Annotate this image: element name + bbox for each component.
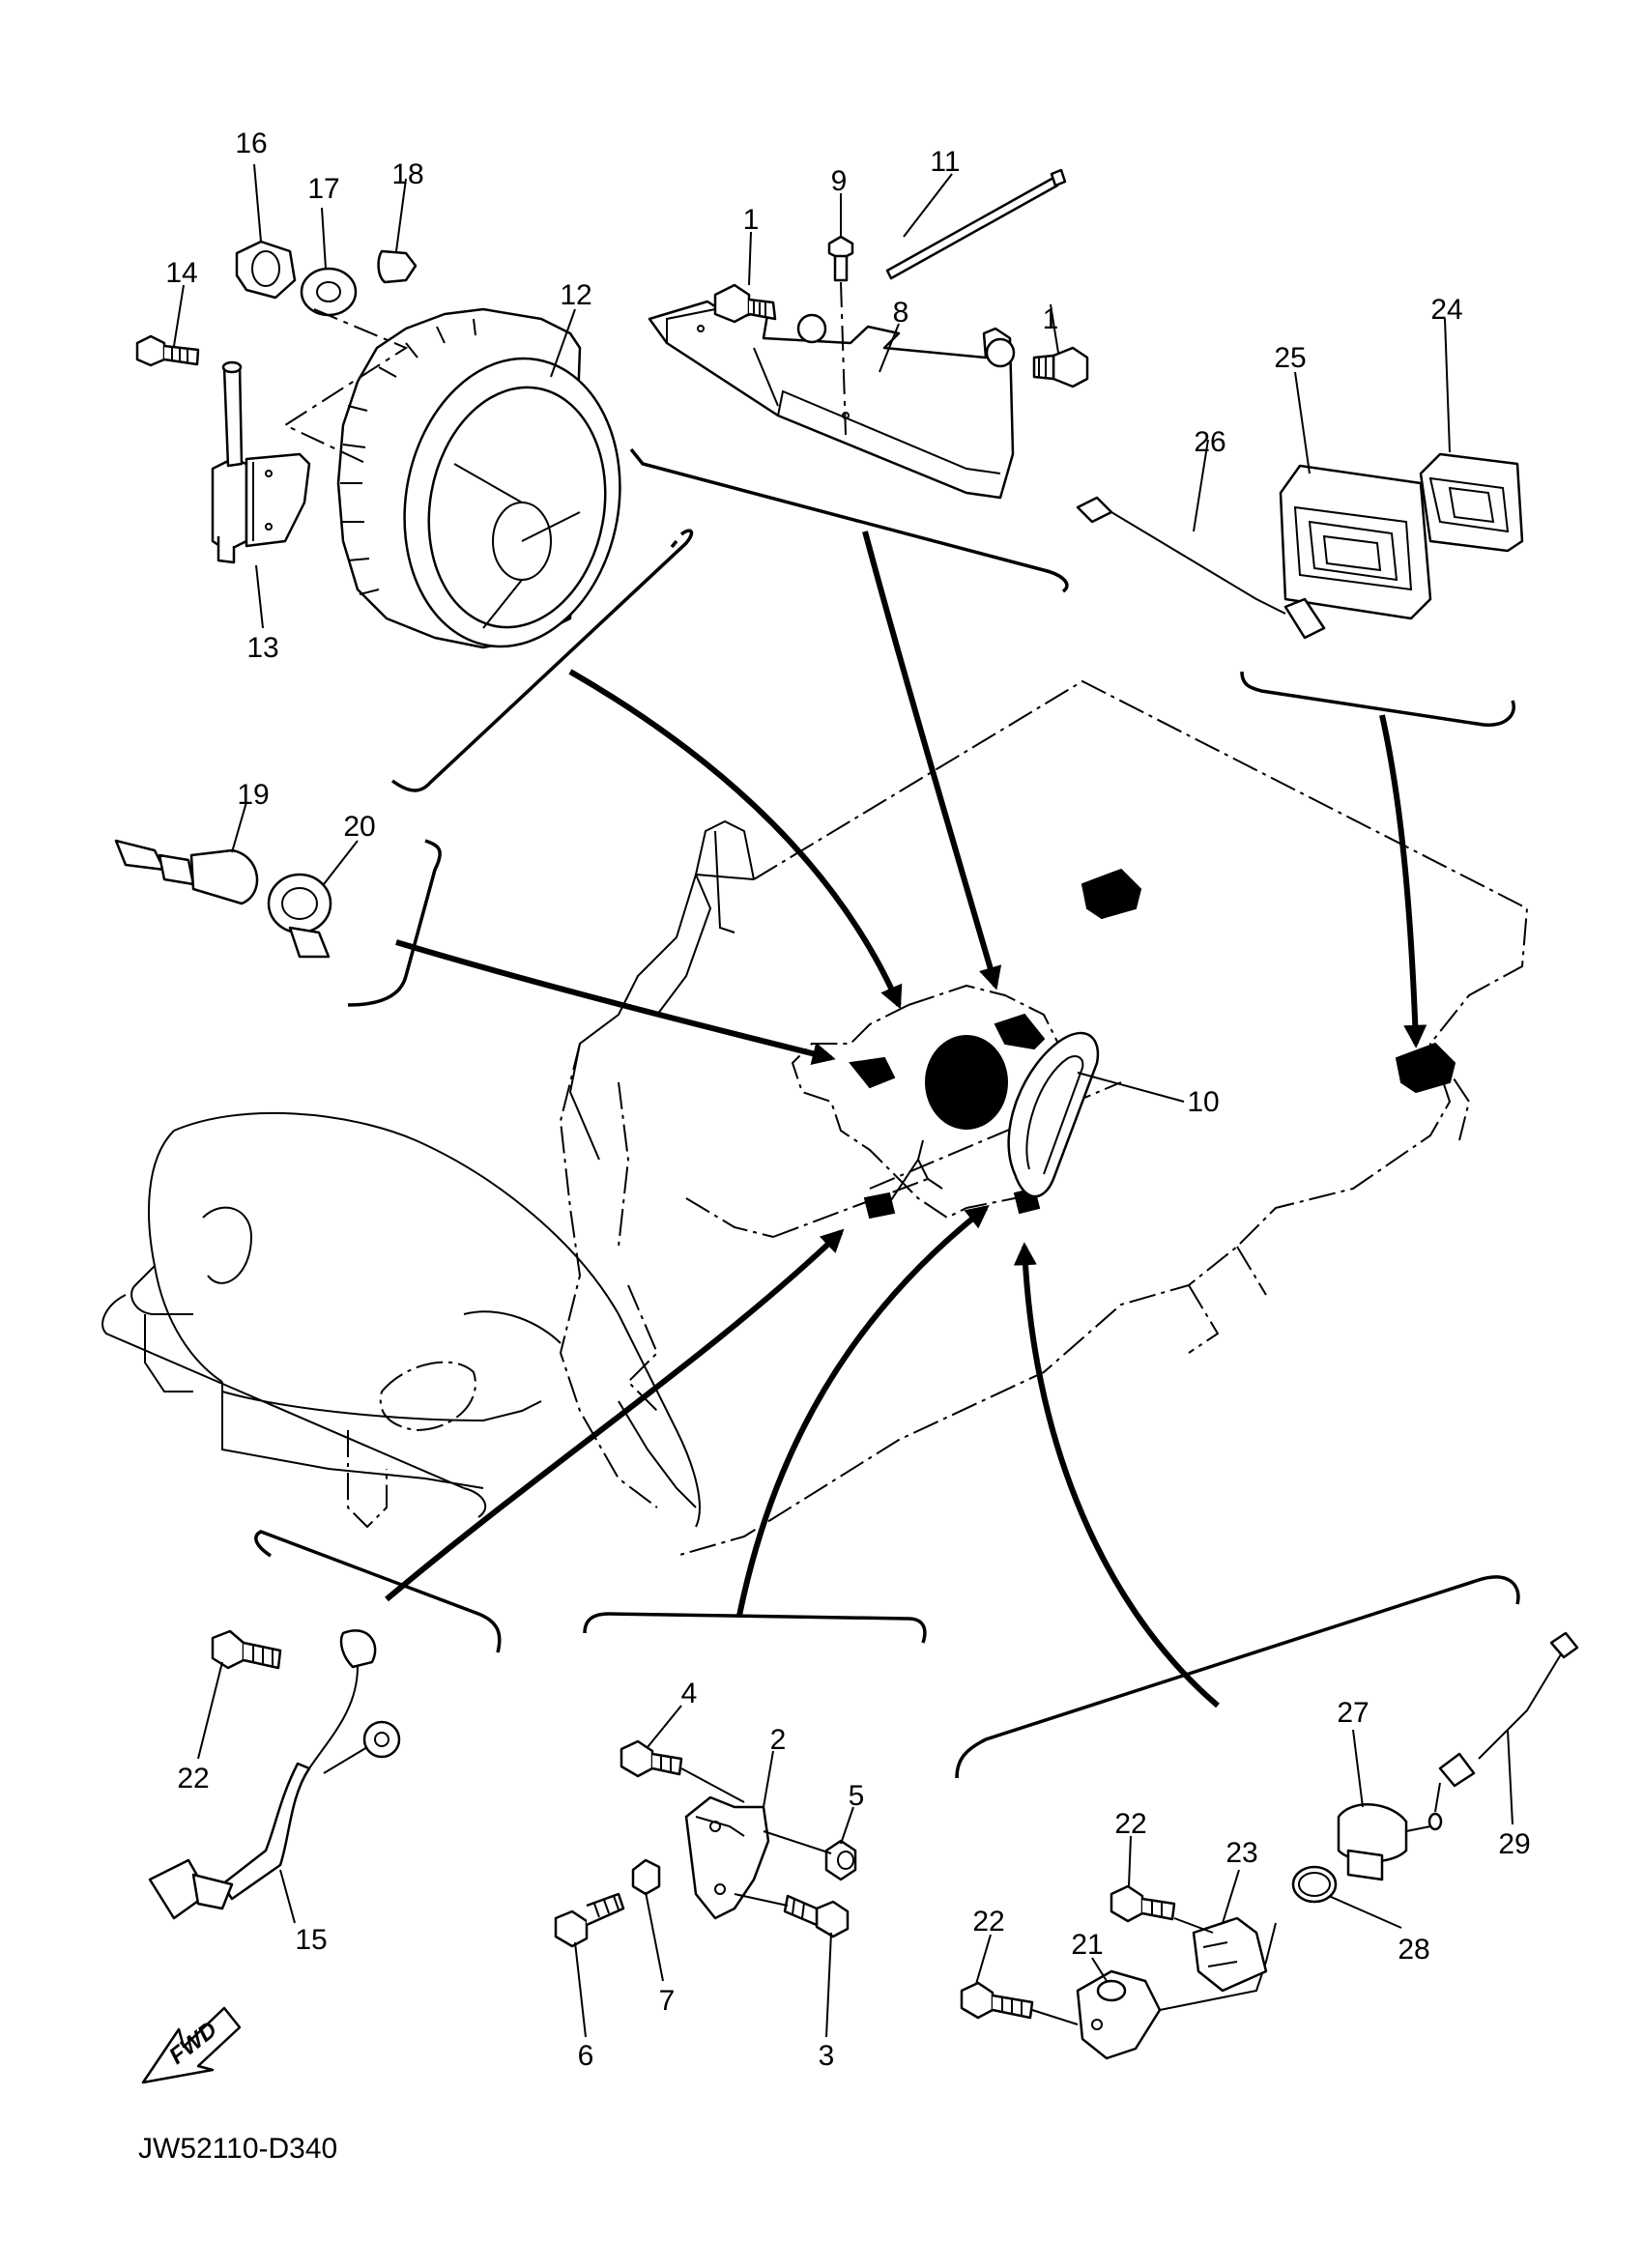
callout-6: 6 <box>578 2040 594 2072</box>
nut-5-icon <box>824 1839 857 1881</box>
vehicle-pad-upper-icon <box>1081 868 1142 920</box>
bracket-8-icon <box>648 300 1016 500</box>
callout-5: 5 <box>849 1780 865 1812</box>
bolt-22-lower-icon <box>960 1981 1034 2020</box>
cap-20-icon <box>267 873 332 959</box>
callout-10: 10 <box>1187 1086 1219 1118</box>
callout-4: 4 <box>681 1678 698 1709</box>
bolt-14-icon <box>135 334 200 367</box>
callout-13: 13 <box>246 632 278 664</box>
callout-28: 28 <box>1398 1934 1429 1966</box>
callout-15: 15 <box>295 1924 327 1956</box>
nut-16-icon <box>235 240 297 300</box>
lead-terminal-icon <box>863 1191 896 1220</box>
switch-27-icon <box>1337 1803 1443 1881</box>
callout-29: 29 <box>1498 1828 1530 1860</box>
arrows <box>385 531 1427 1708</box>
cable-tie-icon <box>885 168 1067 280</box>
callout-23: 23 <box>1225 1837 1257 1869</box>
callout-16: 16 <box>235 128 267 159</box>
plug-mounted-icon <box>849 1056 896 1089</box>
magneto-rotor-mounted-icon <box>925 1035 1008 1130</box>
ignition-coil-icon <box>211 360 311 564</box>
fwd-arrow: FWD <box>141 2006 242 2084</box>
callout-11: 11 <box>930 146 960 178</box>
lead-26-icon <box>1076 496 1326 640</box>
callout-14: 14 <box>165 257 197 289</box>
stator-coil-mounted-icon <box>1007 1031 1100 1198</box>
callout-3: 3 <box>819 2040 835 2072</box>
bolt-1-right-icon <box>1032 346 1089 388</box>
cover-24-icon <box>1419 452 1524 553</box>
callout-20: 20 <box>343 811 375 843</box>
bolt-4-icon <box>620 1739 683 1778</box>
bolt-9-icon <box>827 235 854 436</box>
bracket-mounted-icon <box>994 1013 1046 1050</box>
callout-27: 27 <box>1337 1697 1369 1729</box>
bolt-6-icon <box>554 1892 625 1948</box>
grouping-brackets <box>254 447 1520 1779</box>
nut-7-icon <box>631 1858 661 1896</box>
spark-plug-19-icon <box>114 839 259 905</box>
bolt-22-upper-icon <box>1110 1884 1176 1923</box>
callout-25: 25 <box>1274 342 1306 374</box>
callout-19: 19 <box>237 779 269 811</box>
plate-23-icon <box>1192 1916 1268 1993</box>
callout-22: 22 <box>1114 1808 1146 1840</box>
lead-15-icon <box>148 1629 401 1920</box>
drawing-code: JW52110-D340 <box>138 2133 337 2165</box>
callout-1: 1 <box>1043 303 1059 335</box>
bracket-2-icon <box>684 1795 770 1920</box>
callout-7: 7 <box>659 1985 676 2017</box>
callout-2: 2 <box>770 1724 787 1756</box>
bolt-1-left-icon <box>713 283 777 324</box>
bolt-3-icon <box>783 1894 850 1938</box>
vehicle-pad-rear-icon <box>1395 1042 1456 1094</box>
sensor-21-icon <box>1076 1922 1277 2060</box>
callout-17: 17 <box>307 173 339 205</box>
callout-1: 1 <box>743 204 760 236</box>
callout-21: 21 <box>1071 1929 1103 1961</box>
callout-labels: 1 1 2 3 4 5 6 7 8 9 10 11 12 13 14 15 16… <box>165 128 1530 2072</box>
flywheel-rotor-icon <box>336 307 621 649</box>
callout-18: 18 <box>391 158 423 190</box>
callout-26: 26 <box>1194 426 1225 458</box>
callout-12: 12 <box>560 279 591 311</box>
ring-28-icon <box>1291 1865 1338 1904</box>
callout-9: 9 <box>831 165 848 197</box>
callout-8: 8 <box>893 297 909 329</box>
leader-lines <box>173 163 1513 2038</box>
callout-22: 22 <box>177 1763 209 1794</box>
key-18-icon <box>377 249 418 284</box>
lead-29-icon <box>1434 1631 1579 1813</box>
bolt-22-left-icon <box>211 1629 282 1670</box>
callout-22: 22 <box>972 1906 1004 1938</box>
washer-17-icon <box>300 267 358 317</box>
callout-24: 24 <box>1430 294 1462 326</box>
vehicle-outline <box>101 680 1528 1557</box>
cdi-unit-25-icon <box>1279 464 1432 620</box>
